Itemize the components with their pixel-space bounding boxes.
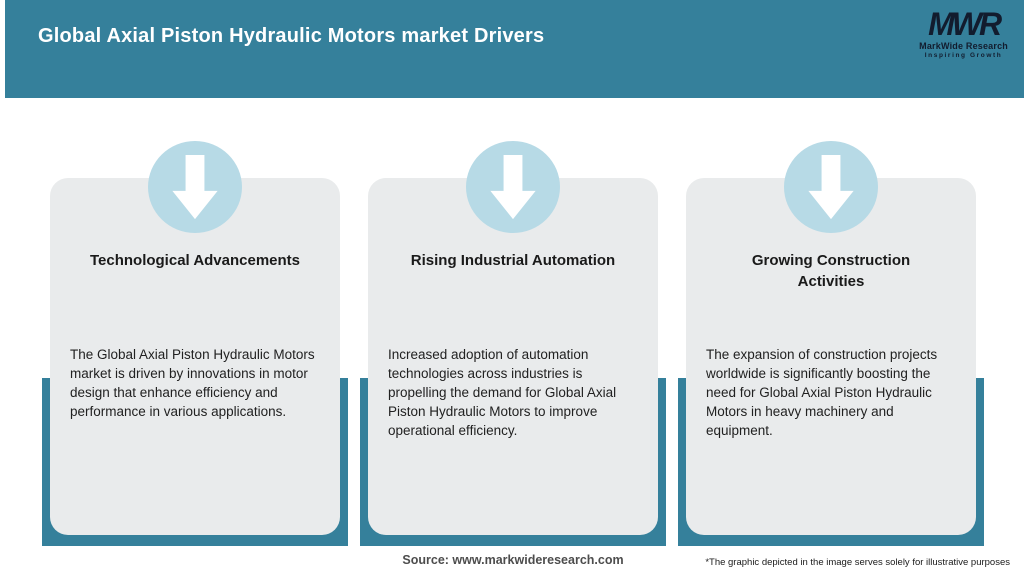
card-title: Rising Industrial Automation (410, 252, 616, 269)
markwide-research-logo: MWR MarkWide Research Inspiring Growth (919, 8, 1008, 59)
source-text: Source: www.markwideresearch.com (402, 553, 624, 567)
driver-card-growing-construction-activities: Growing Construction Activities The expa… (686, 141, 976, 535)
driver-card-technological-advancements: Technological Advancements The Global Ax… (50, 141, 340, 535)
down-arrow-icon (784, 141, 878, 233)
header-bar: Global Axial Piston Hydraulic Motors mar… (5, 0, 1024, 98)
card-description: The Global Axial Piston Hydraulic Motors… (70, 346, 315, 419)
disclaimer-text: *The graphic depicted in the image serve… (705, 557, 1010, 568)
down-arrow-icon (148, 141, 242, 233)
card-description: Increased adoption of automation technol… (388, 346, 617, 438)
driver-card-rising-industrial-automation: Rising Industrial Automation Increased a… (368, 141, 658, 535)
logo-name: MarkWide Research (919, 41, 1008, 51)
card-title: Growing Construction Activities (751, 252, 911, 290)
page-title: Global Axial Piston Hydraulic Motors mar… (38, 25, 545, 47)
logo-acronym: MWR (928, 6, 1002, 42)
logo-tagline: Inspiring Growth (924, 52, 1003, 59)
down-arrow-icon (466, 141, 560, 233)
card-title: Technological Advancements (89, 252, 301, 269)
card-description: The expansion of construction projects w… (706, 346, 938, 438)
